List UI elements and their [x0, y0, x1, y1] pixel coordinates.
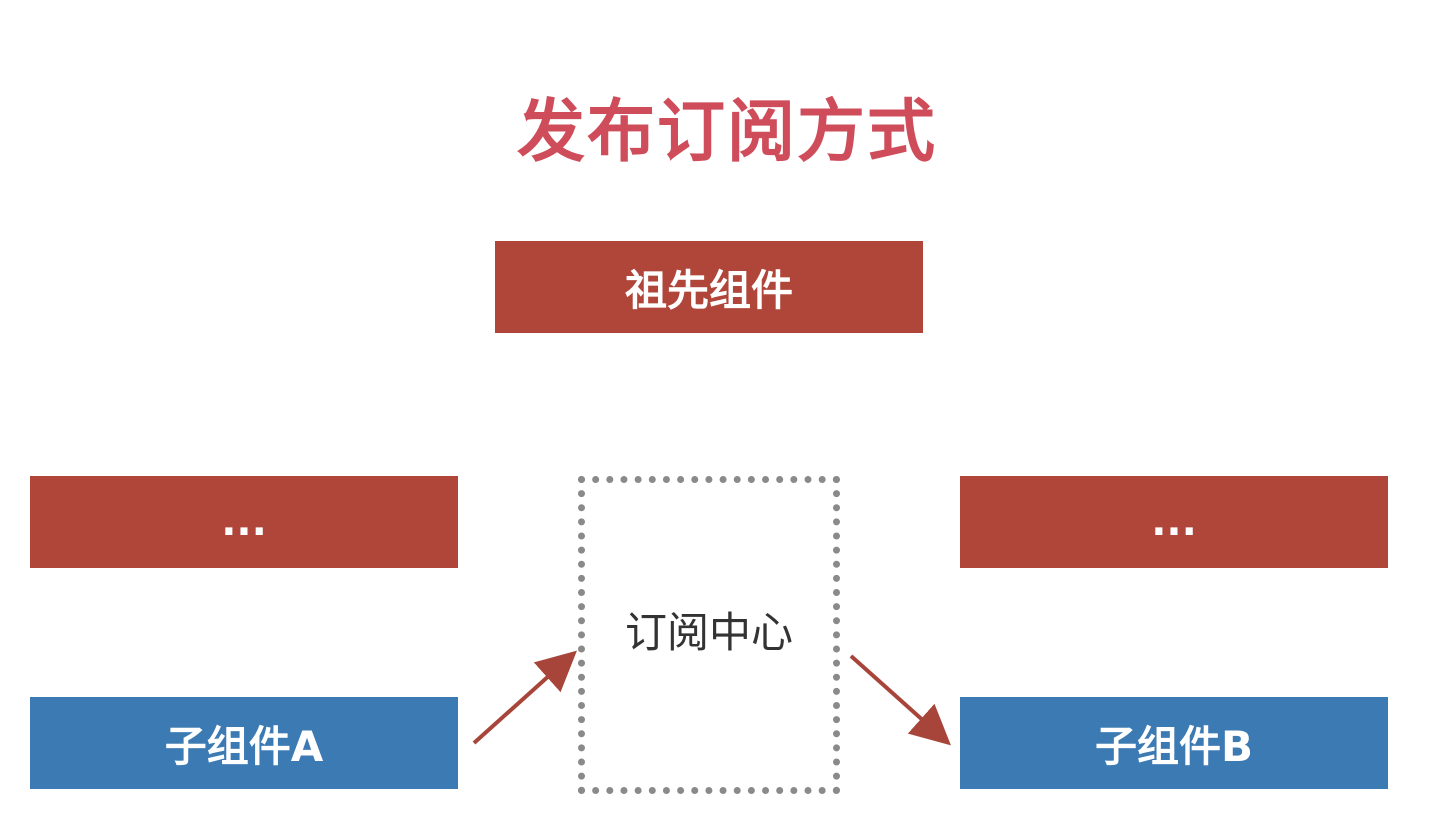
left-ellipsis-label: ...: [221, 499, 267, 545]
child-component-a-label: 子组件A: [164, 721, 324, 771]
right-ellipsis-label: ...: [1151, 499, 1197, 545]
subscription-center-box: 订阅中心: [578, 476, 840, 794]
left-intermediate-box: ...: [30, 476, 458, 568]
ancestor-component-box: 祖先组件: [495, 241, 923, 333]
diagram-title: 发布订阅方式: [516, 93, 937, 172]
ancestor-component-label: 祖先组件: [624, 265, 793, 315]
arrow-center-to-child-b: [849, 654, 951, 746]
child-component-b-box: 子组件B: [960, 697, 1388, 789]
right-intermediate-box: ...: [960, 476, 1388, 568]
child-component-b-label: 子组件B: [1094, 721, 1253, 771]
subscription-center-label: 订阅中心: [624, 607, 793, 657]
arrow-child-a-to-center: [472, 650, 577, 745]
child-component-a-box: 子组件A: [30, 697, 458, 789]
